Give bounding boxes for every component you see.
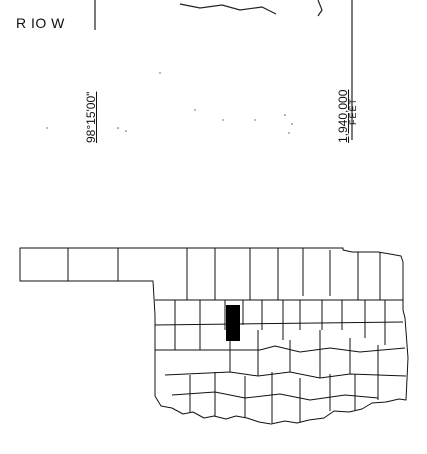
boundary-fragment: [179, 3, 277, 15]
range-label: R IO W: [16, 15, 65, 31]
upper-map-frame: [94, 0, 353, 140]
state-outline: [19, 247, 409, 425]
speckles: [46, 72, 293, 134]
highlighted-county: [226, 305, 240, 341]
boundary-fragment-2: [317, 0, 323, 17]
oklahoma-county-map: [19, 247, 409, 425]
